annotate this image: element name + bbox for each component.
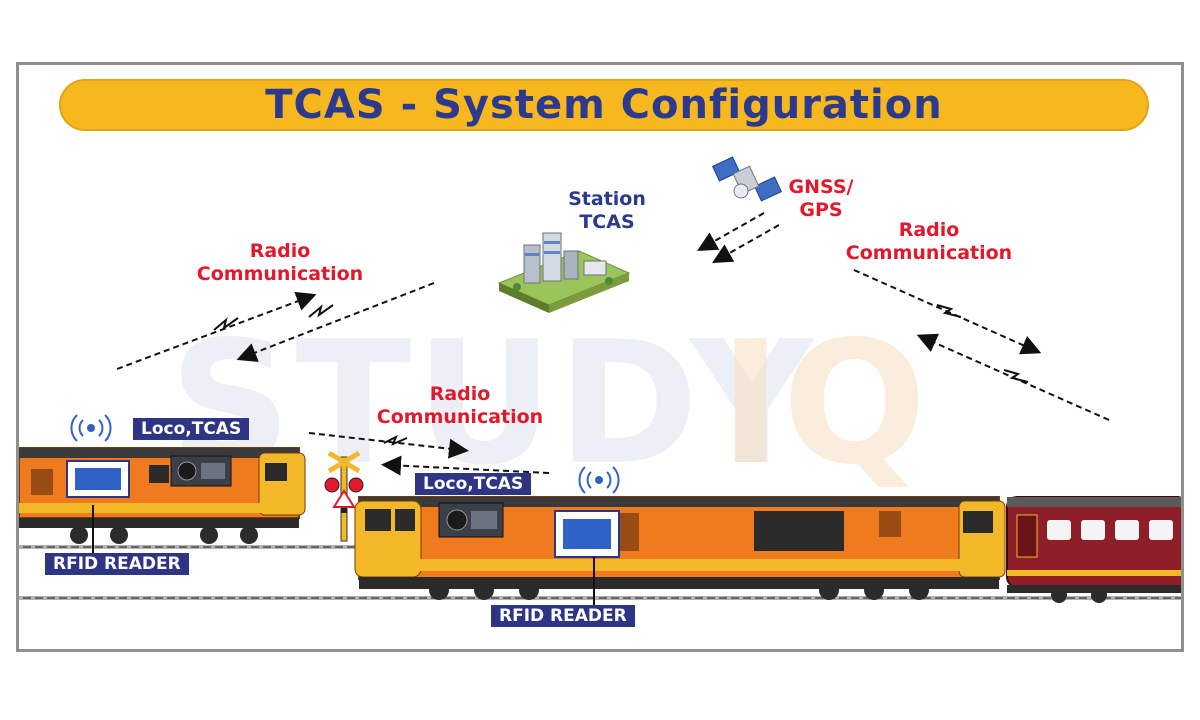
rfid-reader-tag-left: RFID READER	[45, 553, 189, 575]
radio-communication-label-right: Radio Communication	[845, 219, 1013, 264]
radio-communication-label-left: Radio Communication	[196, 240, 364, 285]
watermark-iq: IQ	[719, 305, 927, 503]
wireless-signal-icon-right	[578, 466, 620, 494]
rfid-pointer-lines	[92, 505, 595, 605]
title-banner: TCAS - System Configuration	[59, 79, 1149, 131]
radio-communication-label-center: Radio Communication	[376, 383, 544, 428]
passenger-coach	[1006, 496, 1181, 603]
level-crossing-signal-icon	[324, 450, 364, 542]
radio-link-right	[853, 269, 1110, 421]
station-building-icon	[497, 232, 631, 313]
satellite-icon	[711, 156, 783, 202]
radio-link-left	[116, 282, 435, 370]
rfid-reader-device-right	[554, 510, 620, 558]
rfid-reader-tag-right: RFID READER	[491, 605, 635, 627]
rfid-reader-device-left	[66, 460, 130, 498]
loco-tcas-tag-left: Loco,TCAS	[133, 418, 250, 440]
locomotive-left	[19, 447, 306, 544]
locomotive-right	[354, 496, 1006, 600]
diagram-frame: STUDY IQ	[16, 62, 1184, 652]
gnss-gps-label: GNSS/ GPS	[788, 176, 854, 221]
loco-tcas-tag-right: Loco,TCAS	[415, 473, 532, 495]
page-title: TCAS - System Configuration	[265, 82, 943, 128]
loco-tcas-device-right	[438, 502, 504, 538]
diagram-graphics	[19, 156, 1181, 605]
wireless-signal-icon-left	[70, 414, 112, 442]
gnss-link	[697, 212, 780, 263]
radio-link-center	[308, 432, 550, 476]
loco-tcas-device-left	[170, 455, 232, 487]
station-tcas-label: Station TCAS	[568, 188, 646, 233]
